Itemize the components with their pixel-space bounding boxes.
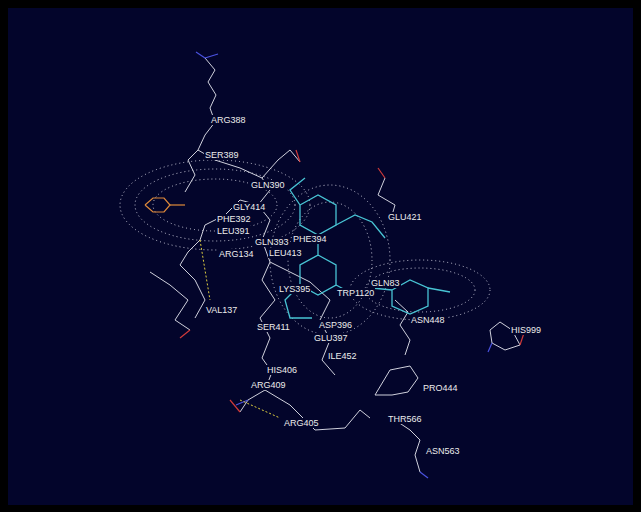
molecular-surface: [120, 160, 490, 335]
residue-label: GLU397: [313, 333, 349, 343]
residue-label: GLN83: [370, 278, 401, 288]
residue-label: HIS406: [266, 365, 298, 375]
residue-label: ASN448: [410, 315, 446, 325]
residue-label: ARG134: [218, 249, 255, 259]
residue-label: GLN393: [254, 237, 290, 247]
residue-label: LEU391: [216, 226, 251, 236]
residue-label: ARG409: [250, 380, 287, 390]
viewer-background: [8, 8, 633, 505]
residue-label: GLU421: [387, 212, 423, 222]
residue-label: PHE394: [292, 234, 328, 244]
residue-label: ASN563: [425, 446, 461, 456]
residue-label: HIS999: [510, 325, 542, 335]
residue-label: GLY414: [232, 202, 266, 212]
residue-label: VAL137: [205, 305, 238, 315]
residue-label: GLN390: [250, 180, 286, 190]
residue-label: SER411: [256, 322, 291, 332]
residue-label: TRP1120: [336, 288, 375, 298]
ligand: [285, 178, 450, 318]
residue-label: SER389: [204, 150, 240, 160]
residue-label: LYS395: [278, 284, 311, 294]
phenyl-ring: [145, 198, 185, 212]
nitrogen-bonds: [196, 52, 492, 478]
residue-label: LEU413: [268, 248, 303, 258]
residue-label: ARG405: [283, 418, 320, 428]
residue-label: PRO444: [422, 383, 459, 393]
residue-label: ILE452: [327, 351, 358, 361]
residue-label: ASP396: [318, 320, 353, 330]
residue-label: PHE392: [216, 214, 252, 224]
residue-label: ARG388: [210, 115, 247, 125]
residue-label: THR566: [387, 414, 423, 424]
residue-wires: [150, 58, 520, 472]
oxygen-bonds: [180, 150, 524, 412]
